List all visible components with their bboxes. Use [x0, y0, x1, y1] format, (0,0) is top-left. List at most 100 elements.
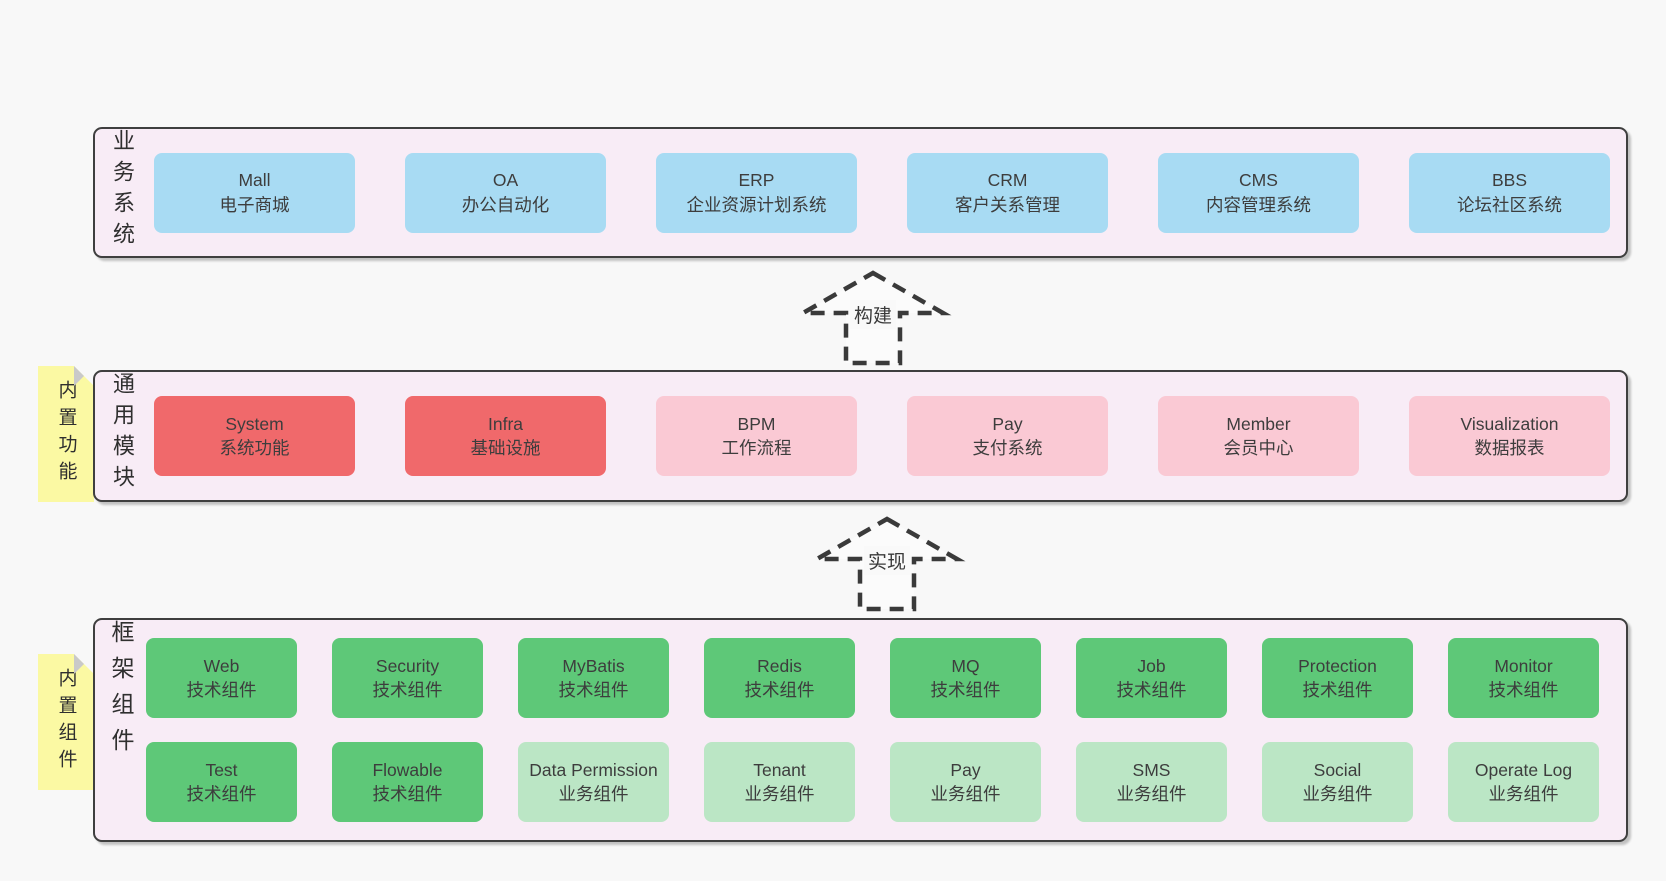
- module-name-zh: 企业资源计划系统: [686, 194, 827, 215]
- module-name-en: Tenant: [753, 759, 806, 780]
- module-name-en: Infra: [487, 413, 524, 434]
- module-name-en: Pay: [992, 413, 1023, 434]
- module-box-crm: CRM 客户关系管理: [907, 152, 1108, 233]
- module-name-en: CRM: [987, 170, 1028, 190]
- module-name-en: Social: [1313, 759, 1362, 780]
- module-name-zh: 论坛社区系统: [1457, 194, 1562, 215]
- arrow-label: 实现: [863, 546, 911, 575]
- module-name-zh: 技术组件: [1116, 680, 1187, 700]
- module-name-zh: 数据报表: [1474, 438, 1545, 458]
- module-name-en: MQ: [951, 655, 980, 676]
- module-name-zh: 业务组件: [1488, 784, 1559, 804]
- module-box-data-permission: Data Permission 业务组件: [518, 742, 669, 822]
- module-name-zh: 系统功能: [219, 438, 290, 458]
- module-box-erp: ERP 企业资源计划系统: [656, 152, 857, 233]
- box-row: Mall 电子商城 OA 办公自动化 ERP 企业资源计划系统 CRM 客户关系管理 CMS 内容…: [154, 152, 1610, 233]
- module-name-zh: 内容管理系统: [1206, 194, 1311, 215]
- module-name-en: Mall: [238, 170, 271, 190]
- module-name-zh: 技术组件: [744, 680, 815, 700]
- module-name-en: BPM: [737, 413, 776, 434]
- module-name-en: OA: [492, 170, 519, 190]
- section-box-rows: Mall 电子商城 OA 办公自动化 ERP 企业资源计划系统 CRM 客户关系管理 CMS 内容…: [154, 152, 1610, 233]
- module-name-zh: 技术组件: [930, 680, 1001, 700]
- module-box-sms: SMS 业务组件: [1076, 742, 1227, 822]
- section-label: 通用模块: [110, 372, 135, 496]
- module-name-zh: 业务组件: [558, 784, 629, 804]
- section-label: 框架组件: [108, 620, 134, 764]
- module-name-zh: 会员中心: [1223, 438, 1294, 458]
- module-name-zh: 技术组件: [186, 680, 257, 700]
- arrow-label: 构建: [849, 300, 897, 329]
- module-box-tenant: Tenant 业务组件: [704, 742, 855, 822]
- module-name-en: Data Permission: [529, 759, 658, 780]
- module-name-en: MyBatis: [562, 655, 625, 676]
- module-name-en: Job: [1137, 655, 1166, 676]
- module-name-zh: 业务组件: [744, 784, 815, 804]
- module-name-en: System: [225, 413, 284, 434]
- module-name-zh: 支付系统: [972, 438, 1043, 458]
- section-business-systems: 业务系统 Mall 电子商城 OA 办公自动化 ERP 企业资源计划系统 CRM 客户关系管理…: [93, 127, 1628, 258]
- module-name-en: Redis: [757, 655, 802, 676]
- module-box-mall: Mall 电子商城: [154, 152, 355, 233]
- sticky-note-text: 内置组件: [55, 668, 77, 776]
- section-label: 业务系统: [110, 129, 135, 253]
- module-name-en: Pay: [950, 759, 981, 780]
- module-box-job: Job 技术组件: [1076, 638, 1227, 718]
- module-name-zh: 技术组件: [372, 680, 443, 700]
- module-name-en: Test: [205, 759, 238, 780]
- module-box-bpm: BPM 工作流程: [656, 396, 857, 476]
- module-box-web: Web 技术组件: [146, 638, 297, 718]
- module-box-system: System 系统功能: [154, 396, 355, 476]
- module-box-bbs: BBS 论坛社区系统: [1409, 152, 1610, 233]
- module-name-zh: 业务组件: [1302, 784, 1373, 804]
- module-box-flowable: Flowable 技术组件: [332, 742, 483, 822]
- module-box-mybatis: MyBatis 技术组件: [518, 638, 669, 718]
- module-name-zh: 办公自动化: [461, 194, 550, 215]
- sticky-note-built-in-components: 内置组件: [38, 654, 94, 790]
- module-name-en: Protection: [1298, 655, 1377, 676]
- module-box-security: Security 技术组件: [332, 638, 483, 718]
- module-box-pay: Pay 业务组件: [890, 742, 1041, 822]
- module-box-cms: CMS 内容管理系统: [1158, 152, 1359, 233]
- module-name-en: Flowable: [372, 759, 443, 780]
- module-name-zh: 业务组件: [1116, 784, 1187, 804]
- module-name-en: Web: [203, 655, 240, 676]
- sticky-note-text: 内置功能: [55, 380, 77, 488]
- module-box-monitor: Monitor 技术组件: [1448, 638, 1599, 718]
- module-name-en: Member: [1226, 413, 1291, 434]
- module-box-redis: Redis 技术组件: [704, 638, 855, 718]
- module-name-en: Monitor: [1494, 655, 1553, 676]
- module-name-en: Visualization: [1460, 413, 1559, 434]
- module-name-en: BBS: [1491, 170, 1528, 190]
- module-name-en: SMS: [1132, 759, 1171, 780]
- module-name-en: ERP: [738, 170, 775, 190]
- module-name-zh: 技术组件: [1488, 680, 1559, 700]
- sticky-note-built-in-features: 内置功能: [38, 366, 94, 502]
- module-name-en: Operate Log: [1474, 759, 1573, 780]
- module-name-zh: 技术组件: [372, 784, 443, 804]
- module-name-zh: 电子商城: [219, 194, 290, 215]
- module-box-operate-log: Operate Log 业务组件: [1448, 742, 1599, 822]
- module-name-zh: 客户关系管理: [955, 194, 1060, 215]
- module-box-visualization: Visualization 数据报表: [1409, 396, 1610, 476]
- module-name-zh: 工作流程: [721, 438, 792, 458]
- arrow-build-up: 构建: [794, 268, 952, 368]
- module-name-en: CMS: [1239, 170, 1278, 190]
- module-box-pay: Pay 支付系统: [907, 396, 1108, 476]
- module-name-zh: 业务组件: [930, 784, 1001, 804]
- module-box-mq: MQ 技术组件: [890, 638, 1041, 718]
- module-name-en: Security: [375, 655, 440, 676]
- module-box-oa: OA 办公自动化: [405, 152, 606, 233]
- module-name-zh: 技术组件: [558, 680, 629, 700]
